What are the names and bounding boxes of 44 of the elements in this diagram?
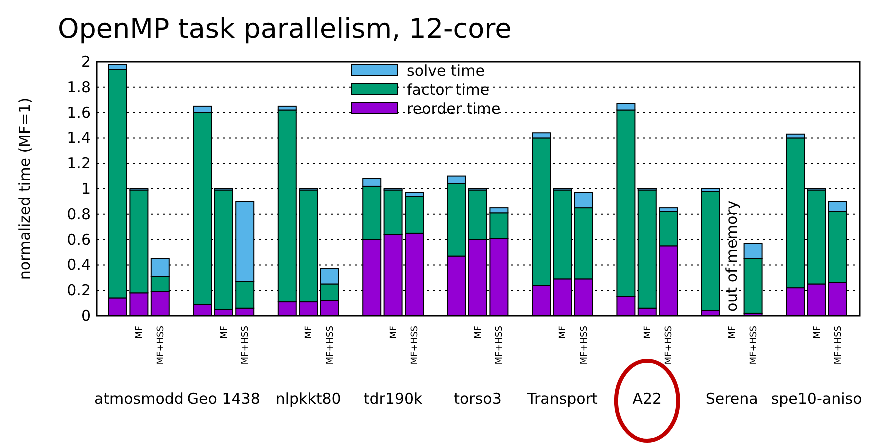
chart-title: OpenMP task parallelism, 12-core <box>58 14 512 45</box>
annotation-text: out of memory <box>723 200 742 312</box>
tick-label: 1.8 <box>67 78 91 96</box>
bar-label: MF+HSS <box>834 326 844 365</box>
axis-title: normalized time (MF=1) <box>16 98 34 280</box>
group-label: tdr190k <box>364 390 423 408</box>
legend-label: factor time <box>407 81 490 99</box>
group-label: Serena <box>706 390 758 408</box>
bar-label: MF+HSS <box>664 326 675 365</box>
tick-label: 1.2 <box>67 154 91 173</box>
tick-label: 0 <box>81 307 91 325</box>
group-label: A22 <box>632 390 662 408</box>
group-label: spe10-aniso <box>771 390 862 408</box>
bar-label: MF <box>389 326 400 339</box>
bar-label: MF+HSS <box>410 326 420 365</box>
bar-label: MF <box>135 326 146 339</box>
bar-label: MF+HSS <box>580 326 590 365</box>
tick-label: 0.4 <box>67 256 91 274</box>
tick-label: 1.4 <box>67 129 91 148</box>
bar-label: MF+HSS <box>326 326 336 365</box>
group-label: Transport <box>528 390 598 408</box>
bar-label: MF <box>558 326 569 339</box>
bar-label: MF <box>728 326 738 339</box>
group-label: torso3 <box>454 390 502 408</box>
bar-label: MF <box>643 326 654 339</box>
tick-label: 1.6 <box>67 104 91 122</box>
bar-label: MF <box>812 326 823 339</box>
group-label: Geo 1438 <box>187 390 260 408</box>
tick-label: 0.8 <box>67 205 91 224</box>
tick-label: 0.6 <box>67 230 91 249</box>
bar-label: MF+HSS <box>495 326 506 365</box>
bar-label: MF <box>304 326 315 339</box>
legend-label: reorder time <box>407 100 501 118</box>
bar-label: MF+HSS <box>156 326 166 365</box>
tick-label: 2 <box>81 53 91 71</box>
tick-label: 1 <box>81 180 91 198</box>
group-label: atmosmodd <box>94 390 184 408</box>
bar-label: MF+HSS <box>241 326 252 365</box>
bar-label: MF+HSS <box>749 326 760 365</box>
bar-label: MF <box>474 326 484 339</box>
bar-label: MF <box>220 326 230 339</box>
tick-label: 0.2 <box>67 282 91 300</box>
group-label: nlpkkt80 <box>276 390 342 408</box>
legend-label: solve time <box>407 62 485 80</box>
